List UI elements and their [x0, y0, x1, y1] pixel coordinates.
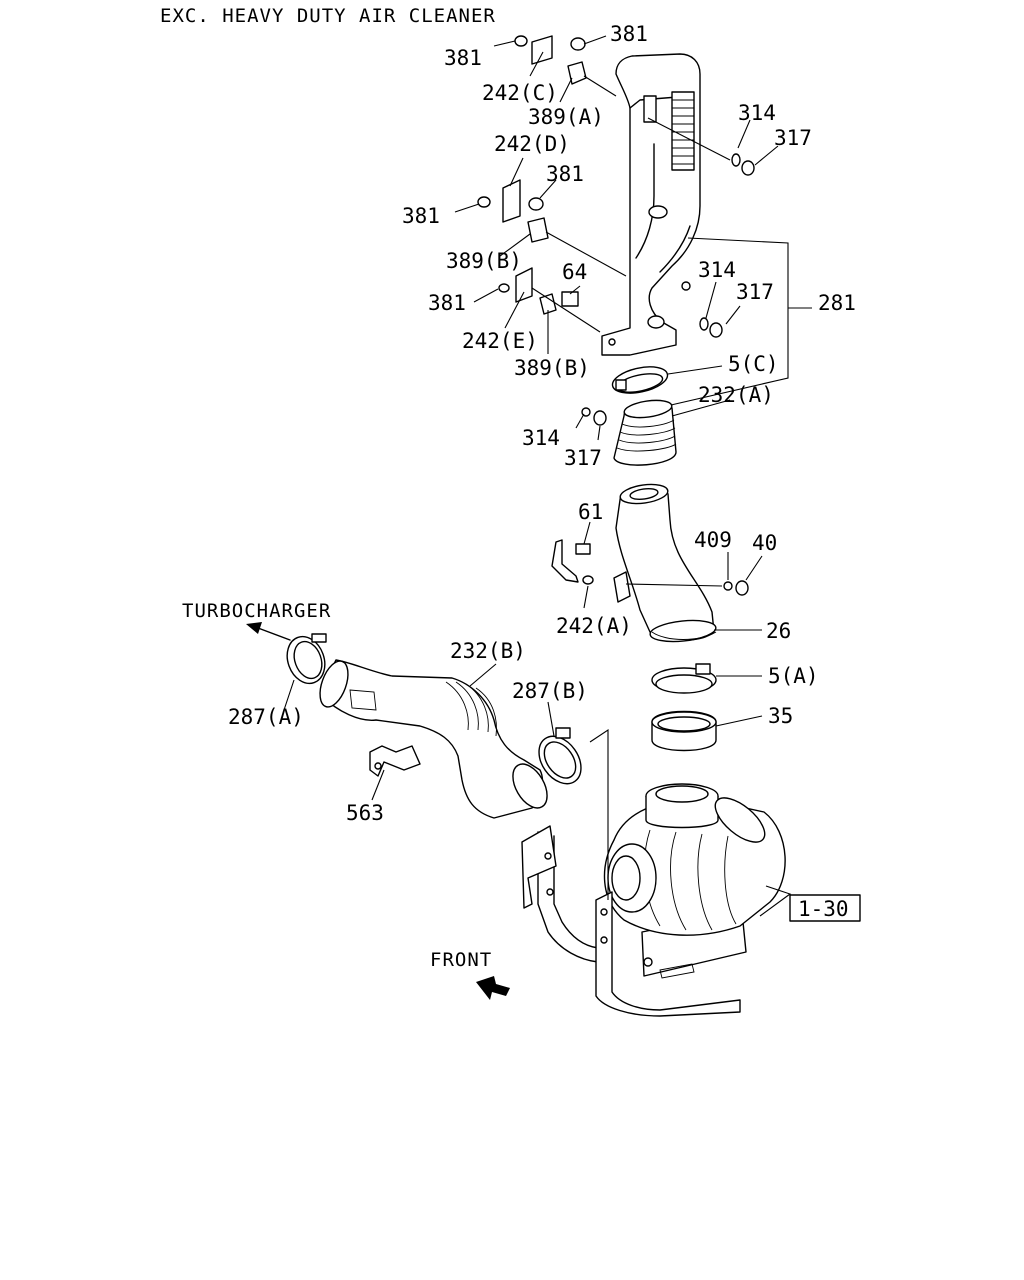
callout-label: 281	[818, 291, 856, 315]
front-arrow-icon	[476, 976, 510, 1000]
callout-label: 26	[766, 619, 791, 643]
clamp-5c	[611, 365, 723, 394]
callout-label: 389(B)	[446, 249, 522, 273]
ref-lines-lower	[589, 728, 792, 917]
hose-232b	[319, 659, 548, 819]
callout-labels: 381 381 242(C) 389(A) 314 317 242(D) 381…	[182, 22, 856, 971]
ref-box-1-30: 1-30	[789, 894, 861, 922]
callout-label: 232(A)	[698, 383, 774, 407]
callout-label: 242(A)	[556, 614, 632, 638]
callout-label: 287(A)	[228, 705, 304, 729]
callout-label: 381	[610, 22, 648, 46]
callout-label: 563	[346, 801, 384, 825]
callout-label: 317	[736, 280, 774, 304]
turbocharger-label: TURBOCHARGER	[182, 600, 331, 622]
leaders-upper	[454, 35, 779, 441]
callout-label: 317	[774, 126, 812, 150]
callout-label: 242(E)	[462, 329, 538, 353]
callout-label: 381	[546, 162, 584, 186]
ref-box-label: 1-30	[798, 897, 849, 921]
intake-duct	[601, 53, 701, 356]
callout-label: 40	[752, 531, 777, 555]
callout-label: 287(B)	[512, 679, 588, 703]
callout-label: 242(D)	[494, 132, 570, 156]
diagram-title: EXC. HEAVY DUTY AIR CLEANER	[160, 5, 496, 27]
callout-label: 381	[402, 204, 440, 228]
callout-label: 61	[578, 500, 603, 524]
bracket-563	[369, 745, 421, 801]
elbow-26	[551, 483, 763, 643]
callout-label: 389(B)	[514, 356, 590, 380]
callout-label: 232(B)	[450, 639, 526, 663]
clamp-287a	[283, 633, 327, 711]
callout-label: 314	[522, 426, 560, 450]
upper-clips	[477, 35, 755, 426]
callout-label: 409	[694, 528, 732, 552]
callout-label: 64	[562, 260, 587, 284]
turbocharger-arrow-icon	[246, 622, 291, 641]
callout-label: 381	[444, 46, 482, 70]
front-label: FRONT	[430, 949, 492, 971]
ref-bracket-281	[657, 237, 812, 409]
callout-label: 5(A)	[768, 664, 819, 688]
ring-35	[651, 710, 763, 752]
callout-label: 35	[768, 704, 793, 728]
callout-label: 314	[738, 101, 776, 125]
callout-label: 5(C)	[728, 352, 779, 376]
callout-label: 317	[564, 446, 602, 470]
clamp-5a	[651, 663, 762, 694]
mounting-bracket	[521, 825, 741, 1017]
clamp-287b	[538, 701, 582, 785]
air-cleaner	[603, 783, 786, 979]
hose-232a	[613, 399, 731, 466]
callout-label: 389(A)	[528, 105, 604, 129]
callout-label: 242(C)	[482, 81, 558, 105]
callout-label: 381	[428, 291, 466, 315]
callout-label: 314	[698, 258, 736, 282]
